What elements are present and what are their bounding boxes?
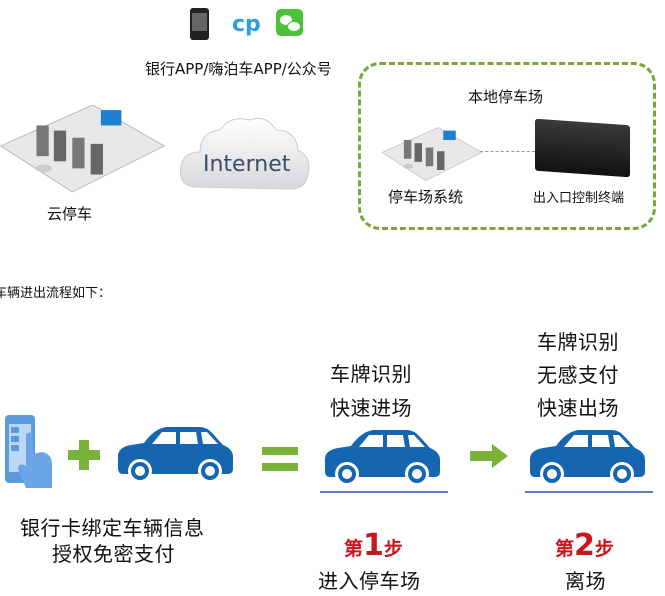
car-leaving-icon [530, 430, 645, 486]
step1-badge: 第1步 [344, 528, 403, 563]
step-prefix: 第 [555, 538, 575, 560]
gate-terminal-label: 出入口控制终端 [533, 191, 625, 206]
step2-note: 车牌识别 [537, 330, 619, 354]
connection-line [480, 151, 535, 152]
step2-note: 快速出场 [537, 396, 619, 420]
cloud-parking-label: 云停车 [47, 205, 93, 223]
phone-icon [190, 8, 209, 40]
local-parking-lot-group [358, 62, 656, 230]
step-number: 1 [363, 528, 384, 563]
step-number: 2 [574, 528, 595, 563]
binding-line2: 授权免密支付 [52, 542, 175, 566]
step1-note: 车牌识别 [330, 362, 412, 386]
car-entering-icon [325, 430, 440, 486]
divider [525, 491, 653, 493]
plus-icon [68, 440, 100, 470]
lot-server-icon [382, 127, 482, 181]
step-suffix: 步 [383, 538, 403, 560]
local-lot-title: 本地停车场 [468, 88, 544, 106]
intro-text: 车辆进出流程如下： [0, 286, 112, 301]
step2-note: 无感支付 [537, 363, 619, 387]
binding-line1: 银行卡绑定车辆信息 [20, 516, 205, 540]
lot-system-label: 停车场系统 [388, 188, 464, 206]
step1-title: 进入停车场 [318, 569, 421, 593]
apps-label: 银行APP/嗨泊车APP/公众号 [145, 60, 332, 78]
arrow-right-icon [470, 444, 508, 468]
step2-title: 离场 [565, 569, 606, 593]
divider [320, 491, 448, 493]
step1-note: 快速进场 [330, 396, 412, 420]
cloud-server-icon [0, 105, 165, 193]
step-prefix: 第 [344, 538, 364, 560]
internet-cloud-icon [180, 117, 310, 190]
equals-icon [262, 447, 298, 471]
step-suffix: 步 [594, 538, 614, 560]
phone-touch-icon [5, 415, 52, 488]
gate-terminal-device-icon [535, 118, 630, 178]
internet-label: Internet [203, 152, 291, 177]
car-icon [118, 427, 233, 483]
haibo-app-icon: cp [232, 12, 261, 37]
wechat-icon [276, 9, 303, 36]
step2-badge: 第2步 [555, 528, 614, 563]
